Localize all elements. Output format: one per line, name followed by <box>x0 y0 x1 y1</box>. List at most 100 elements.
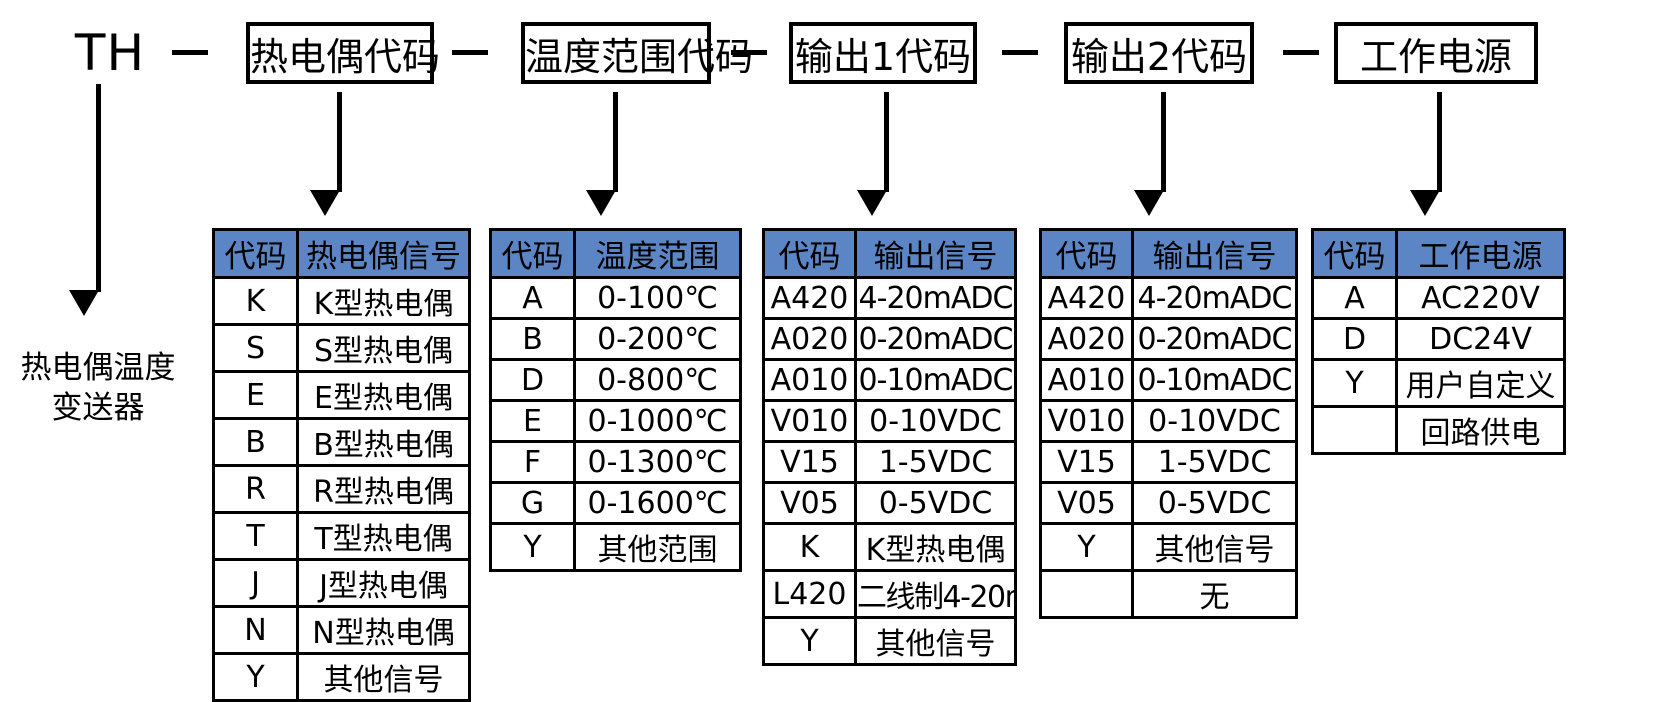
cell-value: DC24V <box>1395 317 1566 361</box>
cell-code: K <box>762 522 857 572</box>
cell-value: E型热电偶 <box>296 370 471 420</box>
separator-dash-4 <box>1002 50 1038 55</box>
cell-value: 其他信号 <box>1131 522 1298 572</box>
cell-value: 0-1600℃ <box>573 481 742 525</box>
segment-box-thermocouple-code: 热电偶代码 <box>246 22 440 84</box>
arrow-down-prefix <box>69 290 99 316</box>
column-header-code: 代码 <box>1039 228 1134 279</box>
column-header-code: 代码 <box>1311 228 1398 279</box>
cell-value: S型热电偶 <box>296 323 471 373</box>
cell-code: Y <box>1311 358 1398 408</box>
cell-value: 0-1300℃ <box>573 440 742 484</box>
cell-code: Y <box>212 652 299 702</box>
table-row: 无 <box>1039 569 1298 619</box>
cell-code: A010 <box>1039 358 1134 402</box>
arrow-down-segment-3 <box>857 190 887 216</box>
cell-code: F <box>489 440 576 484</box>
arrow-down-segment-4 <box>1134 190 1164 216</box>
column-header-value: 输出信号 <box>854 228 1017 279</box>
product-caption-line-1: 热电偶温度 <box>20 350 176 386</box>
cell-code: V010 <box>762 399 857 443</box>
cell-value: 其他范围 <box>573 522 742 572</box>
connector-line-segment-5 <box>1437 92 1442 192</box>
separator-dash-1 <box>172 50 208 55</box>
cell-code: A <box>489 276 576 320</box>
cell-code: N <box>212 605 299 655</box>
cell-code: A020 <box>762 317 857 361</box>
cell-code: E <box>212 370 299 420</box>
cell-code: S <box>212 323 299 373</box>
cell-value: K型热电偶 <box>854 522 1017 572</box>
cell-value: 0-20mADC <box>854 317 1017 361</box>
model-code-diagram: TH 热电偶代码 温度范围代码 输出1代码 输出2代码 工作电源 热电偶温度 变… <box>0 12 1663 702</box>
cell-code: D <box>1311 317 1398 361</box>
table-header-row: 代码工作电源 <box>1311 228 1566 279</box>
cell-code: D <box>489 358 576 402</box>
separator-dash-3 <box>731 50 767 55</box>
model-code-row: TH 热电偶代码 温度范围代码 输出1代码 输出2代码 工作电源 <box>0 12 1663 92</box>
arrow-down-segment-1 <box>310 190 340 216</box>
separator-dash-5 <box>1283 50 1319 55</box>
cell-value: N型热电偶 <box>296 605 471 655</box>
cell-value: 0-10mADC <box>854 358 1017 402</box>
product-caption: 热电偶温度 变送器 <box>0 348 196 428</box>
cell-value: 0-100℃ <box>573 276 742 320</box>
cell-value: 1-5VDC <box>1131 440 1298 484</box>
connector-line-segment-2 <box>613 92 618 192</box>
table-header-row: 代码输出信号 <box>1039 228 1298 279</box>
cell-code: A010 <box>762 358 857 402</box>
cell-value: 0-5VDC <box>1131 481 1298 525</box>
cell-value: J型热电偶 <box>296 558 471 608</box>
segment-box-power-supply: 工作电源 <box>1334 22 1538 84</box>
cell-value: 0-10VDC <box>854 399 1017 443</box>
column-header-value: 温度范围 <box>573 228 742 279</box>
column-header-value: 工作电源 <box>1395 228 1566 279</box>
cell-code: G <box>489 481 576 525</box>
cell-code: E <box>489 399 576 443</box>
connector-line-segment-1 <box>337 92 342 192</box>
cell-value: 0-20mADC <box>1131 317 1298 361</box>
arrow-down-segment-5 <box>1410 190 1440 216</box>
cell-value: 二线制4-20mA <box>854 569 1017 619</box>
cell-value: 0-200℃ <box>573 317 742 361</box>
cell-code <box>1311 405 1398 455</box>
cell-code <box>1039 569 1134 619</box>
cell-code: V05 <box>762 481 857 525</box>
cell-value: T型热电偶 <box>296 511 471 561</box>
cell-code: Y <box>1039 522 1134 572</box>
cell-value: 0-5VDC <box>854 481 1017 525</box>
cell-value: 其他信号 <box>854 616 1017 666</box>
cell-value: 1-5VDC <box>854 440 1017 484</box>
cell-code: R <box>212 464 299 514</box>
cell-value: 无 <box>1131 569 1298 619</box>
arrow-down-segment-2 <box>586 190 616 216</box>
cell-value: 4-20mADC <box>1131 276 1298 320</box>
